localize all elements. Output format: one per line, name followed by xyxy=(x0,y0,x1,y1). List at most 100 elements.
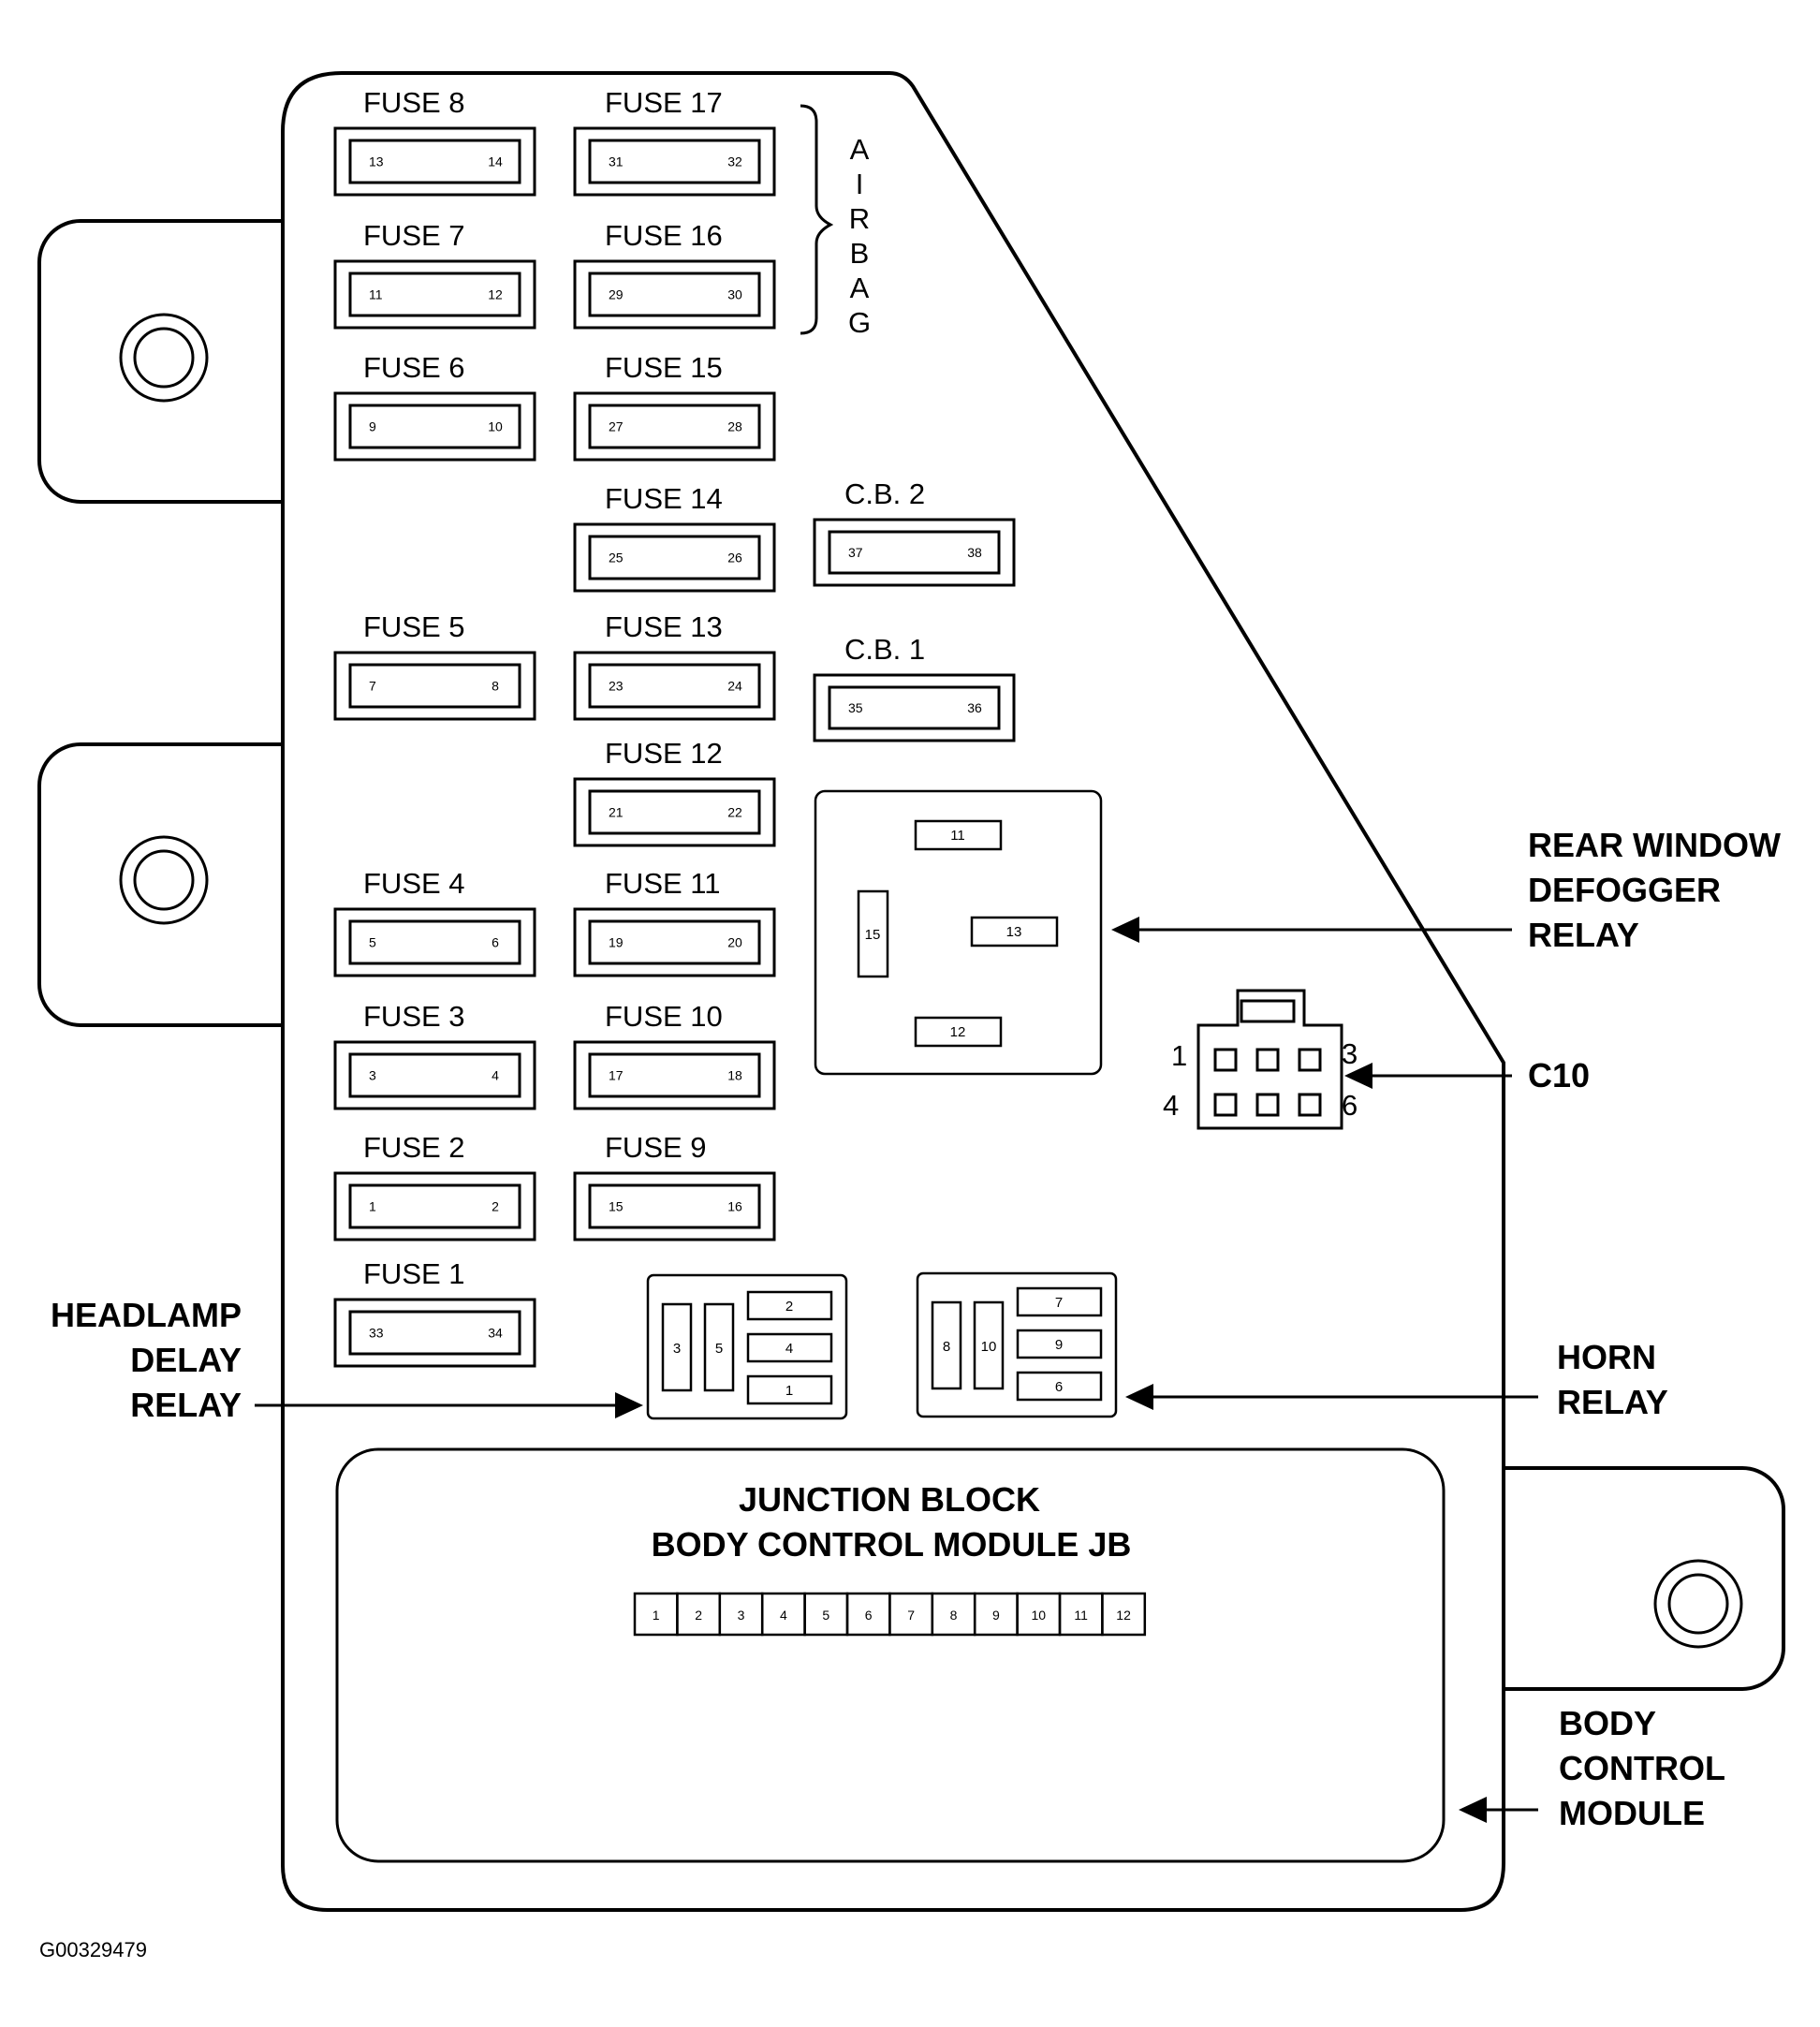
svg-text:RELAY: RELAY xyxy=(130,1386,242,1424)
fuse-15-label: FUSE 15 xyxy=(605,351,723,384)
horn-relay-pin-8: 8 xyxy=(943,1339,950,1355)
circuit-breaker-2-pin-a: 37 xyxy=(848,545,863,560)
fuse-4-pin-b: 6 xyxy=(492,935,499,950)
svg-text:RELAY: RELAY xyxy=(1528,916,1639,954)
mounting-hole-middle-left xyxy=(119,835,209,925)
c10-pin-4: 4 xyxy=(1163,1089,1179,1122)
fuse-16-pin-a: 29 xyxy=(609,287,624,302)
bcm-pin-label: 4 xyxy=(780,1608,787,1623)
circuit-breaker-1-pin-b: 36 xyxy=(967,700,982,715)
fuse-2-label: FUSE 2 xyxy=(363,1131,465,1164)
fuse-13-pin-b: 24 xyxy=(727,679,742,694)
fuse-12-pin-b: 22 xyxy=(727,805,742,820)
horn-relay-pin-10: 10 xyxy=(981,1339,997,1355)
fuse-11-pin-b: 20 xyxy=(727,935,742,950)
fuse-7: FUSE 7 11 12 xyxy=(333,219,536,330)
bcm-pin-label: 12 xyxy=(1116,1608,1131,1623)
svg-text:DEFOGGER: DEFOGGER xyxy=(1528,871,1721,909)
body-control-module-label: BODY CONTROL MODULE xyxy=(1559,1704,1725,1832)
fuse-15-pin-a: 27 xyxy=(609,419,624,434)
fuse-10-pin-b: 18 xyxy=(727,1068,742,1083)
rear-relay-pin-12: 12 xyxy=(950,1024,966,1040)
c10-pin-1: 1 xyxy=(1171,1039,1187,1072)
horn-relay-arrow xyxy=(1125,1384,1538,1410)
horn-relay-label: HORN RELAY xyxy=(1557,1338,1668,1421)
fuse-7-label: FUSE 7 xyxy=(363,219,465,252)
fuse-1-label: FUSE 1 xyxy=(363,1257,465,1290)
fuse-9-pin-a: 15 xyxy=(609,1199,624,1214)
circuit-breaker-2-label: C.B. 2 xyxy=(844,477,925,510)
circuit-breaker-1-pin-a: 35 xyxy=(848,700,863,715)
fuse-1-pin-a: 33 xyxy=(369,1326,384,1341)
fuse-7-pin-b: 12 xyxy=(488,287,503,302)
bcm-pin-label: 2 xyxy=(695,1608,702,1623)
fuse-7-pin-a: 11 xyxy=(369,287,383,302)
headlamp-relay-pin-3: 3 xyxy=(673,1341,681,1357)
fuse-11-label: FUSE 11 xyxy=(605,867,720,900)
rear-window-defogger-relay-arrow xyxy=(1111,917,1512,943)
horn-relay: 8 10 7 9 6 xyxy=(916,1271,1118,1418)
mounting-hole-lower-right xyxy=(1653,1559,1743,1649)
fuse-2-pin-b: 2 xyxy=(492,1199,499,1214)
svg-text:DELAY: DELAY xyxy=(130,1341,242,1379)
svg-text:RELAY: RELAY xyxy=(1557,1383,1668,1421)
body-control-module-outline xyxy=(335,1447,1446,1863)
fuse-3-label: FUSE 3 xyxy=(363,1000,465,1033)
bcm-pin-label: 8 xyxy=(950,1608,958,1623)
fuse-14-label: FUSE 14 xyxy=(605,482,723,515)
fuse-17-label: FUSE 17 xyxy=(605,86,723,119)
fuse-13-pin-a: 23 xyxy=(609,679,624,694)
bcm-pin-label: 11 xyxy=(1074,1608,1088,1623)
fuse-3-pin-b: 4 xyxy=(492,1068,499,1083)
headlamp-relay-pin-4: 4 xyxy=(785,1341,793,1357)
junction-block-title-line-2: BODY CONTROL MODULE JB xyxy=(652,1525,1132,1564)
fuse-16-pin-b: 30 xyxy=(727,287,742,302)
rear-window-defogger-relay: 11 15 13 12 xyxy=(814,789,1103,1076)
bcm-pin-label: 10 xyxy=(1032,1608,1047,1623)
fuse-6-pin-a: 9 xyxy=(369,419,376,434)
fuse-13: FUSE 13 23 24 xyxy=(573,610,776,721)
svg-text:CONTROL: CONTROL xyxy=(1559,1749,1725,1787)
fuse-9: FUSE 9 15 16 xyxy=(573,1131,776,1241)
figure-id: G00329479 xyxy=(39,1938,147,1961)
fuse-5-pin-b: 8 xyxy=(492,679,499,694)
svg-text:REAR WINDOW: REAR WINDOW xyxy=(1528,826,1781,864)
fuse-8-pin-a: 13 xyxy=(369,154,384,169)
fuse-12-label: FUSE 12 xyxy=(605,737,723,770)
bcm-pin-label: 5 xyxy=(822,1608,829,1623)
fuse-8-label: FUSE 8 xyxy=(363,86,465,119)
c10-pin-6: 6 xyxy=(1342,1089,1358,1122)
fuse-14-pin-b: 26 xyxy=(727,551,742,566)
body-control-module-arrow xyxy=(1459,1797,1538,1823)
bcm-pin-label: 6 xyxy=(865,1608,873,1623)
fuse-13-label: FUSE 13 xyxy=(605,610,723,643)
headlamp-relay-pin-5: 5 xyxy=(715,1341,723,1357)
fuse-3-pin-a: 3 xyxy=(369,1068,376,1083)
horn-relay-pin-9: 9 xyxy=(1055,1337,1063,1353)
fuse-6-label: FUSE 6 xyxy=(363,351,465,384)
bcm-pin-label: 7 xyxy=(907,1608,915,1623)
fuse-16-label: FUSE 16 xyxy=(605,219,723,252)
fuse-9-label: FUSE 9 xyxy=(605,1131,707,1164)
headlamp-relay-pin-2: 2 xyxy=(785,1299,793,1315)
svg-text:MODULE: MODULE xyxy=(1559,1794,1705,1832)
fuse-17-pin-a: 31 xyxy=(609,154,624,169)
airbag-letter: B xyxy=(850,237,870,270)
fuse-9-pin-b: 16 xyxy=(727,1199,742,1214)
fuse-12-pin-a: 21 xyxy=(609,805,624,820)
c10-connector-arrow xyxy=(1344,1063,1512,1089)
headlamp-delay-relay: 3 5 2 4 1 xyxy=(646,1273,848,1420)
c10-pin-3: 3 xyxy=(1342,1037,1358,1070)
fuse-10-label: FUSE 10 xyxy=(605,1000,723,1033)
rear-window-defogger-relay-label: REAR WINDOW DEFOGGER RELAY xyxy=(1528,826,1781,954)
